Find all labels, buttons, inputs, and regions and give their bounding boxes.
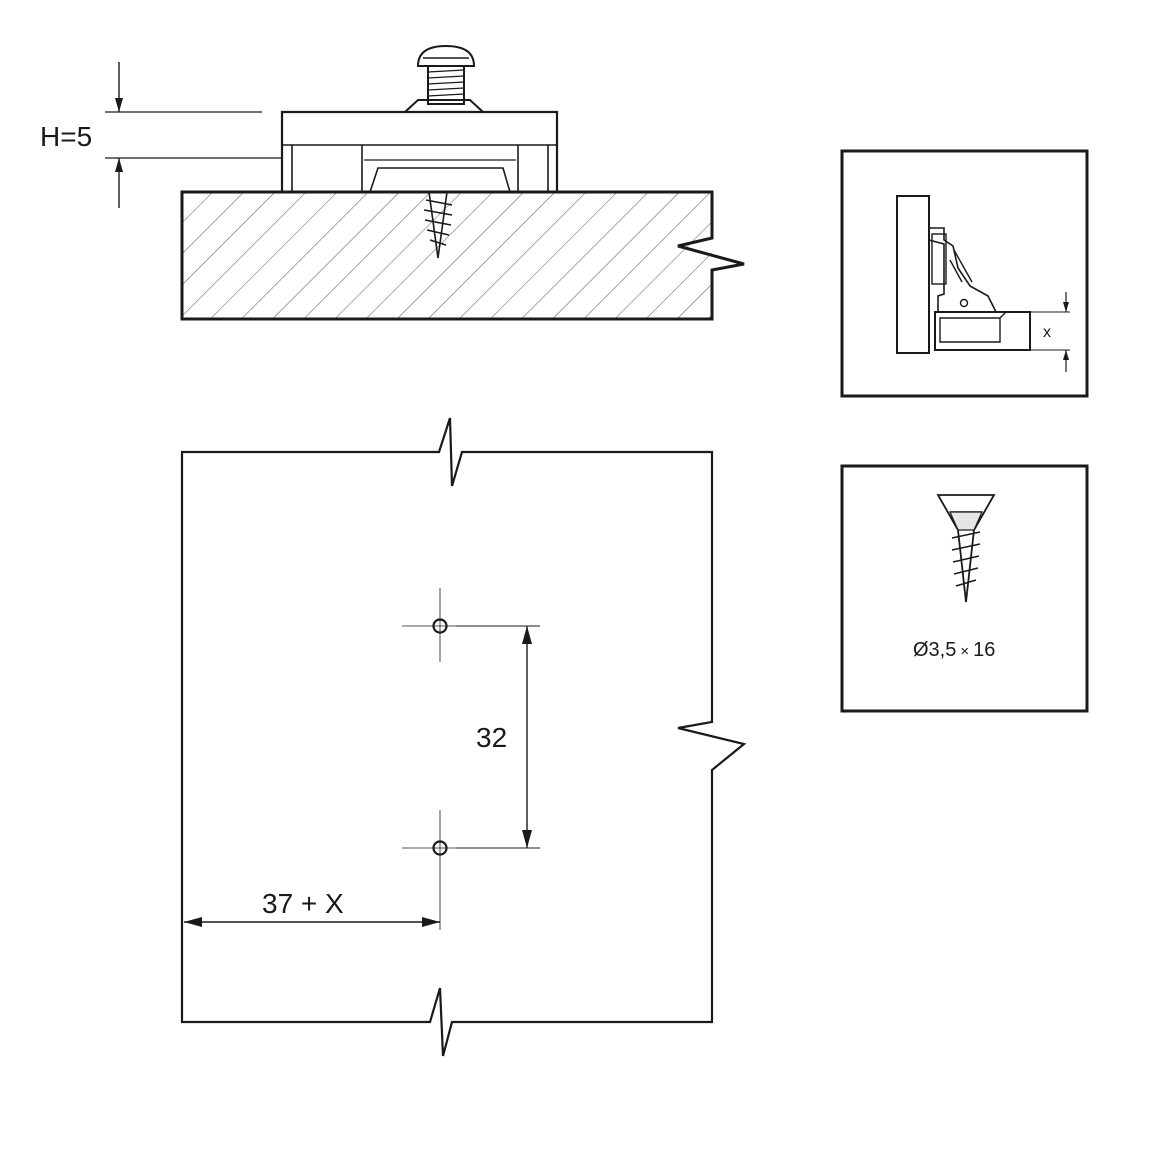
section-view: H=5 xyxy=(40,44,760,321)
height-dimension: H=5 xyxy=(40,62,282,208)
inset-x-label: x xyxy=(1043,324,1051,341)
height-dimension-label: H=5 xyxy=(40,121,92,152)
drill-hole-bottom xyxy=(402,810,478,930)
screw-spec-length: 16 xyxy=(973,639,995,661)
drill-hole-top xyxy=(402,588,478,662)
screw-spec-times: × xyxy=(960,643,969,660)
mounting-plate xyxy=(280,99,559,193)
wood-screw-section xyxy=(423,191,453,259)
drilling-plan: 32 37 + X xyxy=(180,417,747,1057)
screw-icon xyxy=(936,494,996,603)
hole-spacing-dimension: 32 xyxy=(456,625,540,849)
hole-spacing-label: 32 xyxy=(476,722,507,753)
screw-spec-box: Ø3,5×16 xyxy=(840,464,1089,713)
hinge-detail-box: x xyxy=(840,149,1089,398)
screw-spec-label: Ø3,5×16 xyxy=(913,639,995,661)
adjustment-screw xyxy=(416,44,476,105)
edge-offset-label: 37 + X xyxy=(262,888,344,919)
screw-spec-diameter: Ø3,5 xyxy=(913,639,956,661)
board-section xyxy=(180,190,760,321)
edge-offset-dimension: 37 + X xyxy=(184,888,440,927)
